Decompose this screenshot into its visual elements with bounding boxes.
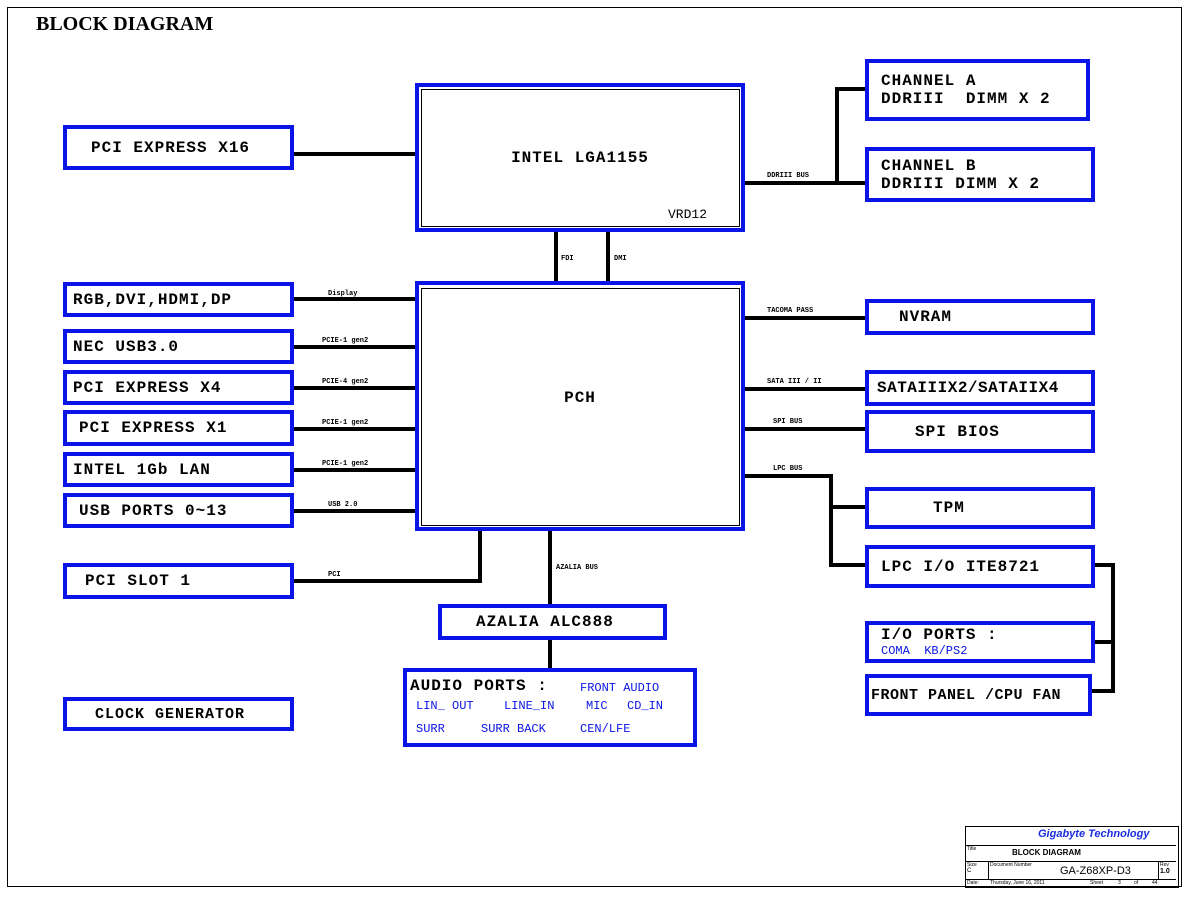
drawing-frame: [7, 7, 1182, 887]
lpc-bus-label: LPC BUS: [773, 465, 803, 473]
line-lpc: [745, 474, 865, 567]
display-box: RGB,DVI,HDMI,DP: [63, 282, 294, 317]
line-pci: [294, 531, 482, 583]
audio-ports-box: [403, 668, 697, 747]
pci-express-x1-box: PCI EXPRESS X1: [63, 410, 294, 446]
page-title: BLOCK DIAGRAM: [36, 13, 214, 35]
audio-port: FRONT AUDIO: [580, 681, 660, 695]
sata-bus-label: SATA III / II: [767, 378, 822, 386]
nvram-bus-label: TACOMA PASS: [767, 307, 814, 315]
io-ports-list: COMA KB/PS2: [881, 644, 968, 658]
audio-ports-label: AUDIO PORTS :: [410, 677, 548, 695]
audio-port: SURR: [416, 722, 445, 736]
channel-b-line2: DDRIII DIMM X 2: [881, 174, 1041, 193]
usb-bus-label: USB 2.0: [328, 501, 358, 509]
date-value: Thursday, June 16, 2011: [990, 880, 1045, 886]
tpm-box: TPM: [865, 487, 1095, 529]
front-panel-box: FRONT PANEL /CPU FAN: [865, 674, 1092, 716]
pci-express-x16-box: PCI EXPRESS X16: [63, 125, 294, 170]
title-value: BLOCK DIAGRAM: [1012, 848, 1081, 857]
display-bus-label: Display: [328, 290, 358, 298]
usb-ports-box: USB PORTS 0~13: [63, 493, 294, 528]
channel-b-box: CHANNEL B DDRIII DIMM X 2: [865, 147, 1095, 202]
rev-value: 1.0: [1160, 868, 1170, 875]
title-block: Gigabyte Technology Title BLOCK DIAGRAM …: [965, 826, 1179, 888]
pch-label: PCH: [564, 389, 596, 407]
title-heading: Title: [967, 846, 977, 852]
sheet-total: 44: [1152, 880, 1158, 886]
company-name: Gigabyte Technology: [1038, 828, 1150, 840]
audio-port: SURR BACK: [481, 722, 546, 736]
x4-bus-label: PCIE-4 gen2: [322, 378, 369, 386]
rev-heading: Rev: [1160, 862, 1169, 868]
azalia-bus-label: AZALIA BUS: [556, 564, 599, 572]
spi-bios-box: SPI BIOS: [865, 410, 1095, 453]
io-ports-label: I/O PORTS :: [881, 626, 998, 644]
docnum-heading: Document Number: [990, 862, 1032, 868]
nvram-box: NVRAM: [865, 299, 1095, 335]
pch-box: [415, 281, 745, 531]
line-superio: [1092, 563, 1115, 693]
audio-port: CEN/LFE: [580, 722, 631, 736]
clock-generator-box: CLOCK GENERATOR: [63, 697, 294, 731]
x1-bus-label: PCIE-1 gen2: [322, 419, 369, 427]
channel-b-line1: CHANNEL B: [881, 156, 977, 175]
sheet-value: 3: [1118, 880, 1121, 886]
line-ddr-a: [835, 87, 865, 183]
sheet-heading: Sheet: [1090, 880, 1104, 886]
channel-a-box: CHANNEL A DDRIII DIMM X 2: [865, 59, 1090, 121]
ddr-bus-label: DDRIII BUS: [767, 172, 810, 180]
fdi-label: FDI: [561, 255, 574, 263]
lpc-io-box: LPC I/O ITE8721: [865, 545, 1095, 588]
spi-bus-label: SPI BUS: [773, 418, 803, 426]
date-heading: Date:: [967, 880, 979, 886]
vrd-label: VRD12: [668, 207, 708, 222]
size-heading: Size: [967, 862, 977, 868]
nec-usb3-box: NEC USB3.0: [63, 329, 294, 364]
cpu-inner-border: [421, 89, 740, 227]
cpu-box: [415, 83, 745, 232]
pci-bus-label: PCI: [328, 571, 341, 579]
audio-port: CD_IN: [627, 699, 664, 713]
channel-a-line2: DDRIII DIMM X 2: [881, 90, 1051, 108]
lan-bus-label: PCIE-1 gen2: [322, 460, 369, 468]
audio-port: LIN_ OUT: [416, 699, 474, 713]
docnum-value: GA-Z68XP-D3: [1060, 865, 1131, 877]
channel-a-line1: CHANNEL A: [881, 72, 977, 90]
cpu-label: INTEL LGA1155: [511, 149, 649, 167]
pch-inner-border: [421, 288, 740, 526]
audio-port: MIC: [586, 699, 608, 713]
size-value: C: [967, 868, 972, 874]
intel-lan-box: INTEL 1Gb LAN: [63, 452, 294, 487]
dmi-label: DMI: [614, 255, 627, 263]
io-ports-box: I/O PORTS : COMA KB/PS2: [865, 621, 1095, 663]
audio-port: LINE_IN: [504, 699, 555, 713]
usb3-bus-label: PCIE-1 gen2: [322, 337, 369, 345]
azalia-box: AZALIA ALC888: [438, 604, 667, 640]
pci-express-x4-box: PCI EXPRESS X4: [63, 370, 294, 405]
pci-slot-box: PCI SLOT 1: [63, 563, 294, 599]
sheet-of: of: [1134, 880, 1139, 886]
sata-box: SATAIIIX2/SATAIIX4: [865, 370, 1095, 406]
